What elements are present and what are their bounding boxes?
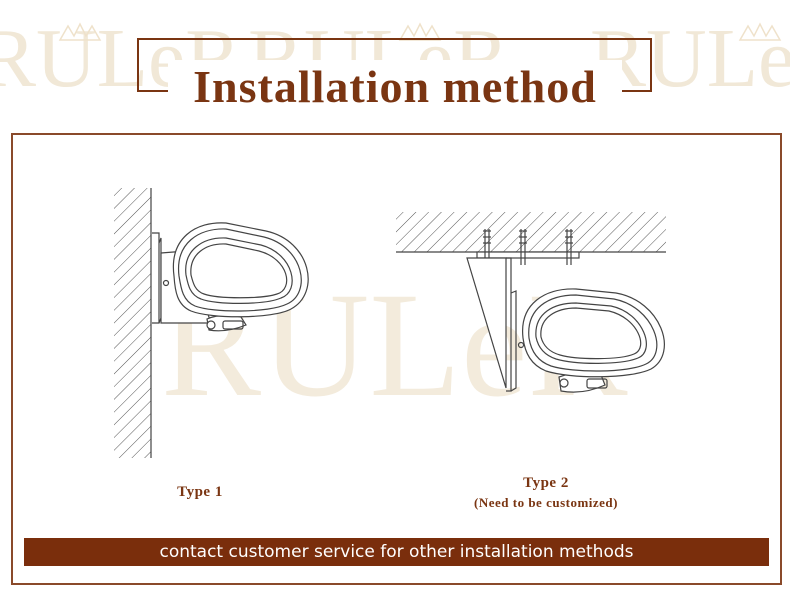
diagram-panel <box>11 133 782 585</box>
type2-ceiling-mount-icon <box>396 212 666 393</box>
type1-label: Type 1 <box>177 484 223 500</box>
footer-notice: contact customer service for other insta… <box>159 542 634 562</box>
type2-label: Type 2 <box>523 475 569 491</box>
type2-note: (Need to be customized) <box>474 495 618 510</box>
installation-diagram: RULeR <box>114 188 666 458</box>
footer-banner <box>24 538 769 566</box>
header-watermark: RULeR RULeR RULeR <box>0 12 790 100</box>
page-title: Installation method <box>193 61 597 112</box>
type1-wall-mount-icon <box>114 188 309 458</box>
watermark-logo-right: RULeR <box>590 12 790 100</box>
crown-icon <box>58 22 782 41</box>
title-mask <box>168 60 622 120</box>
